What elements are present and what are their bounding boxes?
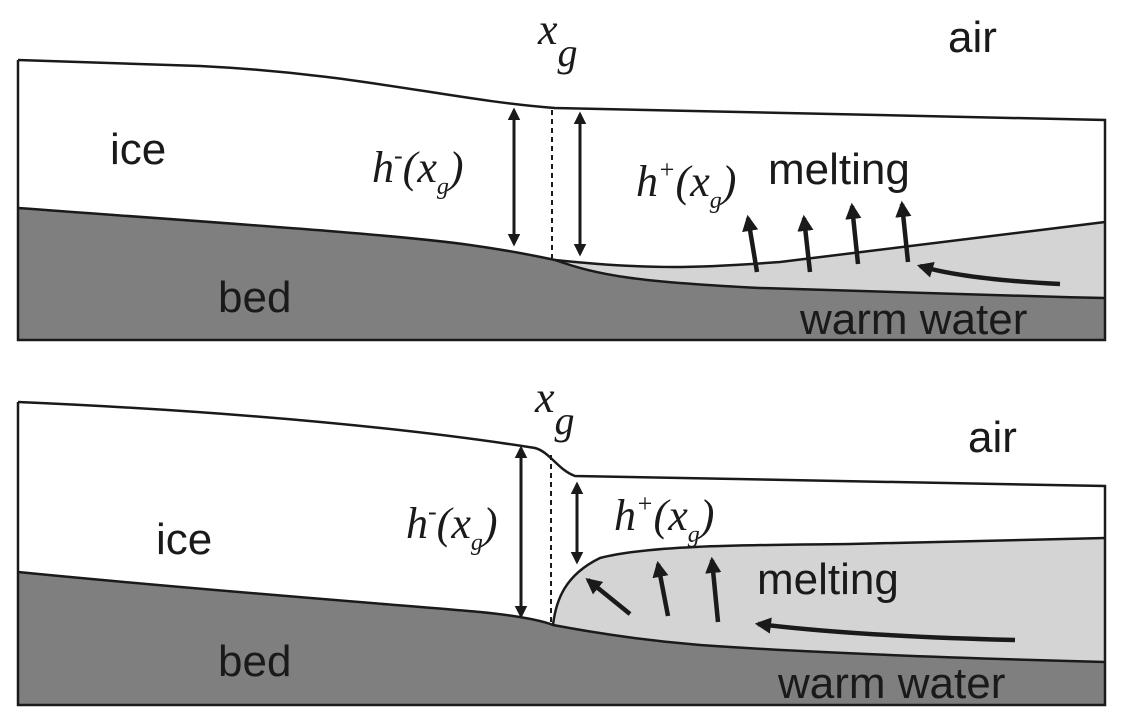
melt-arrow-1: [742, 214, 760, 273]
top-panel: xg air ice bed melting warm water h-(xg)…: [16, 5, 1107, 344]
bed-label: bed: [218, 273, 291, 322]
frame-left: [16, 60, 1107, 342]
melt-arrow-3: [845, 202, 862, 265]
h-plus-label: h+(xg): [636, 155, 736, 214]
warm-water-label: warm water: [799, 295, 1027, 344]
ice-body: [18, 60, 1105, 260]
xg-label: xg: [537, 5, 578, 75]
melt-arrow-1: [585, 577, 632, 616]
frame-left: [16, 402, 1107, 707]
melt-arrow-4: [895, 200, 912, 263]
ice-surface-line: [17, 58, 1107, 222]
warm-water-label: warm water: [777, 659, 1005, 708]
melting-label: melting: [768, 145, 910, 194]
water-region: [555, 222, 1105, 298]
ice-label: ice: [110, 125, 166, 174]
warm-water-inflow-arrow: [754, 617, 1016, 643]
ice-label: ice: [156, 515, 212, 564]
air-label: air: [948, 13, 997, 62]
bed-region: [18, 572, 1105, 705]
air-label: air: [968, 413, 1017, 462]
h-plus-label: h+(xg): [614, 489, 714, 548]
h-minus-label: h-(xg): [372, 141, 464, 200]
ice-shelf-base-line: [554, 220, 1106, 269]
ice-surface-line: [17, 400, 1107, 540]
h-minus-label: h-(xg): [406, 497, 498, 556]
bed-surface-line: [17, 570, 1106, 664]
melting-label: melting: [757, 555, 899, 604]
bed-region: [18, 208, 1105, 340]
ice-shelf-base-line: [551, 536, 1106, 626]
melt-arrow-2: [797, 214, 814, 273]
xg-label: xg: [534, 373, 575, 443]
melt-arrow-2: [652, 560, 671, 617]
melt-arrow-3: [705, 556, 722, 623]
water-region: [553, 538, 1105, 662]
warm-water-inflow-arrow: [916, 261, 1061, 287]
bed-surface-line: [17, 206, 1106, 300]
bed-label: bed: [218, 637, 291, 686]
bottom-panel: xg air ice bed melting warm water h-(xg)…: [16, 373, 1107, 708]
